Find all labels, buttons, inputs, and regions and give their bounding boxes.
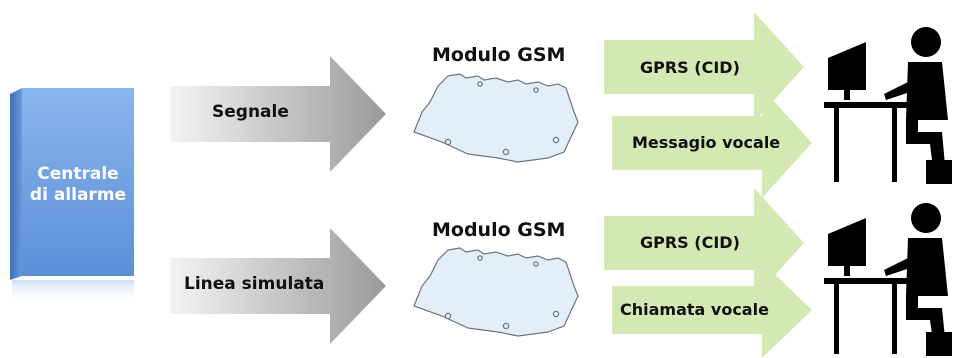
operator-1 — [822, 20, 952, 190]
gsm-module-board-icon — [413, 73, 579, 163]
signal-label: Segnale — [212, 102, 289, 122]
alarm-central-box: Centrale di allarme — [6, 86, 138, 306]
module-title-1: Modulo GSM — [432, 44, 566, 66]
gprs-label-1: GPRS (CID) — [640, 58, 740, 77]
alarm-panel-icon — [10, 88, 134, 304]
gprs-label-2: GPRS (CID) — [640, 233, 740, 252]
simulated-line-arrow — [170, 228, 386, 344]
voice-call-arrow — [612, 262, 812, 358]
gsm-module-board-1 — [408, 72, 584, 164]
module-title-2: Modulo GSM — [432, 219, 566, 241]
gsm-module-board-2 — [408, 246, 584, 338]
central-label-line2: di allarme — [29, 185, 127, 205]
gsm-module-board-icon — [413, 247, 579, 337]
voice-call-label: Chiamata vocale — [620, 300, 769, 319]
gprs-arrow-1 — [604, 12, 804, 122]
simulated-line-label: Linea simulata — [184, 274, 325, 294]
operator-at-computer-icon — [824, 203, 952, 356]
central-label-line1: Centrale — [37, 164, 119, 184]
voice-message-arrow — [612, 88, 812, 198]
signal-arrow — [170, 56, 386, 172]
operator-at-computer-icon — [824, 27, 952, 184]
gprs-arrow-2 — [604, 188, 804, 298]
voice-message-label: Messagio vocale — [632, 133, 781, 152]
operator-2 — [822, 196, 952, 356]
